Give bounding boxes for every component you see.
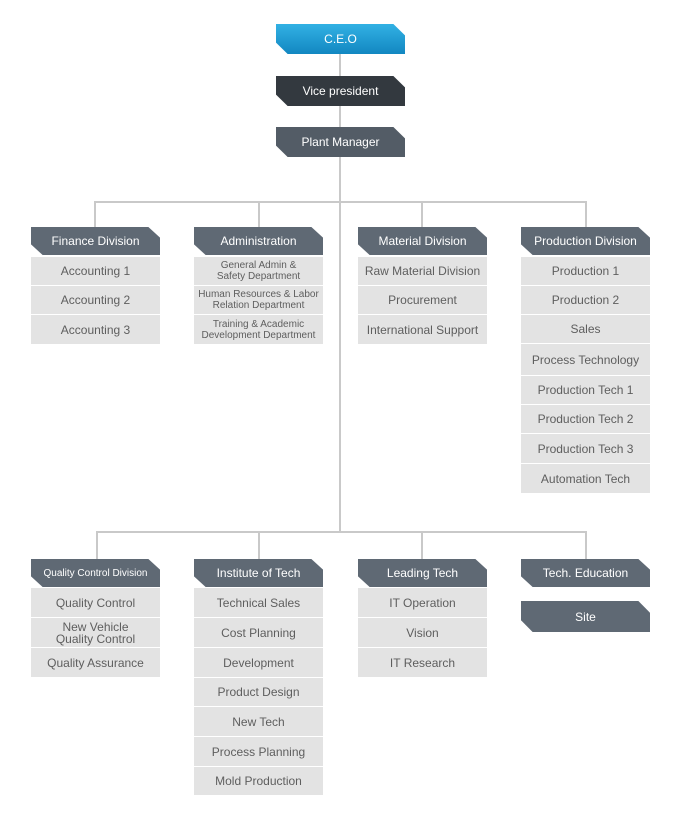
- leading-tech-item: Vision: [358, 618, 487, 648]
- admin-drop-line: [258, 201, 260, 227]
- finance-item: Accounting 3: [31, 315, 160, 345]
- finance-item: Accounting 1: [31, 257, 160, 286]
- production-item: Sales: [521, 315, 650, 344]
- quality-item: New Vehicle Quality Control: [31, 618, 160, 648]
- quality-control-division-header: Quality Control Division: [31, 559, 160, 587]
- material-item: Procurement: [358, 286, 487, 315]
- tech-education-header: Tech. Education: [521, 559, 650, 587]
- production-drop-line: [585, 201, 587, 227]
- institute-item: Process Planning: [194, 737, 323, 767]
- row1-bus-line: [94, 201, 587, 203]
- administration-item: Training & Academic Development Departme…: [194, 315, 323, 345]
- quality-drop-line: [96, 531, 98, 559]
- plant-manager-box: Plant Manager: [276, 127, 405, 157]
- institute-item: Cost Planning: [194, 618, 323, 648]
- row2-bus-line: [96, 531, 587, 533]
- production-item: Production Tech 1: [521, 376, 650, 405]
- production-item: Production Tech 3: [521, 434, 650, 464]
- leading-tech-header: Leading Tech: [358, 559, 487, 587]
- institute-item: Mold Production: [194, 767, 323, 796]
- production-item: Process Technology: [521, 344, 650, 376]
- production-item: Production Tech 2: [521, 405, 650, 434]
- material-item: International Support: [358, 315, 487, 345]
- ceo-box: C.E.O: [276, 24, 405, 54]
- institute-of-tech-header: Institute of Tech: [194, 559, 323, 587]
- institute-item: Development: [194, 648, 323, 678]
- finance-division-header: Finance Division: [31, 227, 160, 255]
- site-box: Site: [521, 601, 650, 632]
- production-item: Production 1: [521, 257, 650, 286]
- administration-item: General Admin & Safety Department: [194, 257, 323, 286]
- production-item: Production 2: [521, 286, 650, 315]
- material-division-header: Material Division: [358, 227, 487, 255]
- production-division-header: Production Division: [521, 227, 650, 255]
- techedu-drop-line: [585, 531, 587, 559]
- material-item: Raw Material Division: [358, 257, 487, 286]
- finance-drop-line: [94, 201, 96, 227]
- vice-president-box: Vice president: [276, 76, 405, 106]
- trunk-line: [339, 52, 341, 532]
- institute-item: Product Design: [194, 678, 323, 707]
- institute-drop-line: [258, 531, 260, 559]
- finance-item: Accounting 2: [31, 286, 160, 315]
- institute-item: Technical Sales: [194, 588, 323, 618]
- material-drop-line: [421, 201, 423, 227]
- administration-header: Administration: [194, 227, 323, 255]
- administration-item: Human Resources & Labor Relation Departm…: [194, 286, 323, 315]
- institute-item: New Tech: [194, 707, 323, 737]
- leading-tech-item: IT Operation: [358, 588, 487, 618]
- quality-item: Quality Assurance: [31, 648, 160, 678]
- production-item: Automation Tech: [521, 464, 650, 494]
- leading-tech-item: IT Research: [358, 648, 487, 678]
- leading-drop-line: [421, 531, 423, 559]
- quality-item: Quality Control: [31, 588, 160, 618]
